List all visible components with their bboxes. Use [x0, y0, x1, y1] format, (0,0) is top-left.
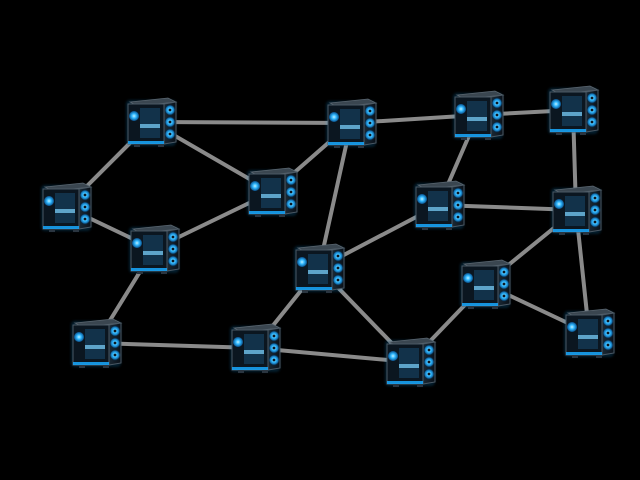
gaming-pc-case-icon [564, 308, 616, 358]
gaming-pc-case-icon [548, 85, 600, 135]
gaming-pc-case-icon [414, 180, 466, 230]
gaming-pc-case-icon [247, 167, 299, 217]
connection-line [94, 341, 257, 350]
gaming-pc-case-icon [230, 323, 282, 373]
connection-line [317, 121, 353, 270]
gaming-pc-case-icon [41, 182, 93, 232]
connection-line [253, 346, 412, 364]
gaming-pc-case-icon [129, 224, 181, 274]
gaming-pc-case-icon [460, 259, 512, 309]
gaming-pc-case-icon [551, 185, 603, 235]
gaming-pc-case-icon [385, 337, 437, 387]
gaming-pc-case-icon [71, 318, 123, 368]
gaming-pc-case-icon [453, 90, 505, 140]
nodes-layer [41, 85, 616, 387]
connection-line [149, 120, 353, 125]
gaming-pc-case-icon [126, 97, 178, 147]
gaming-pc-case-icon [326, 98, 378, 148]
gaming-pc-case-icon [294, 243, 346, 293]
